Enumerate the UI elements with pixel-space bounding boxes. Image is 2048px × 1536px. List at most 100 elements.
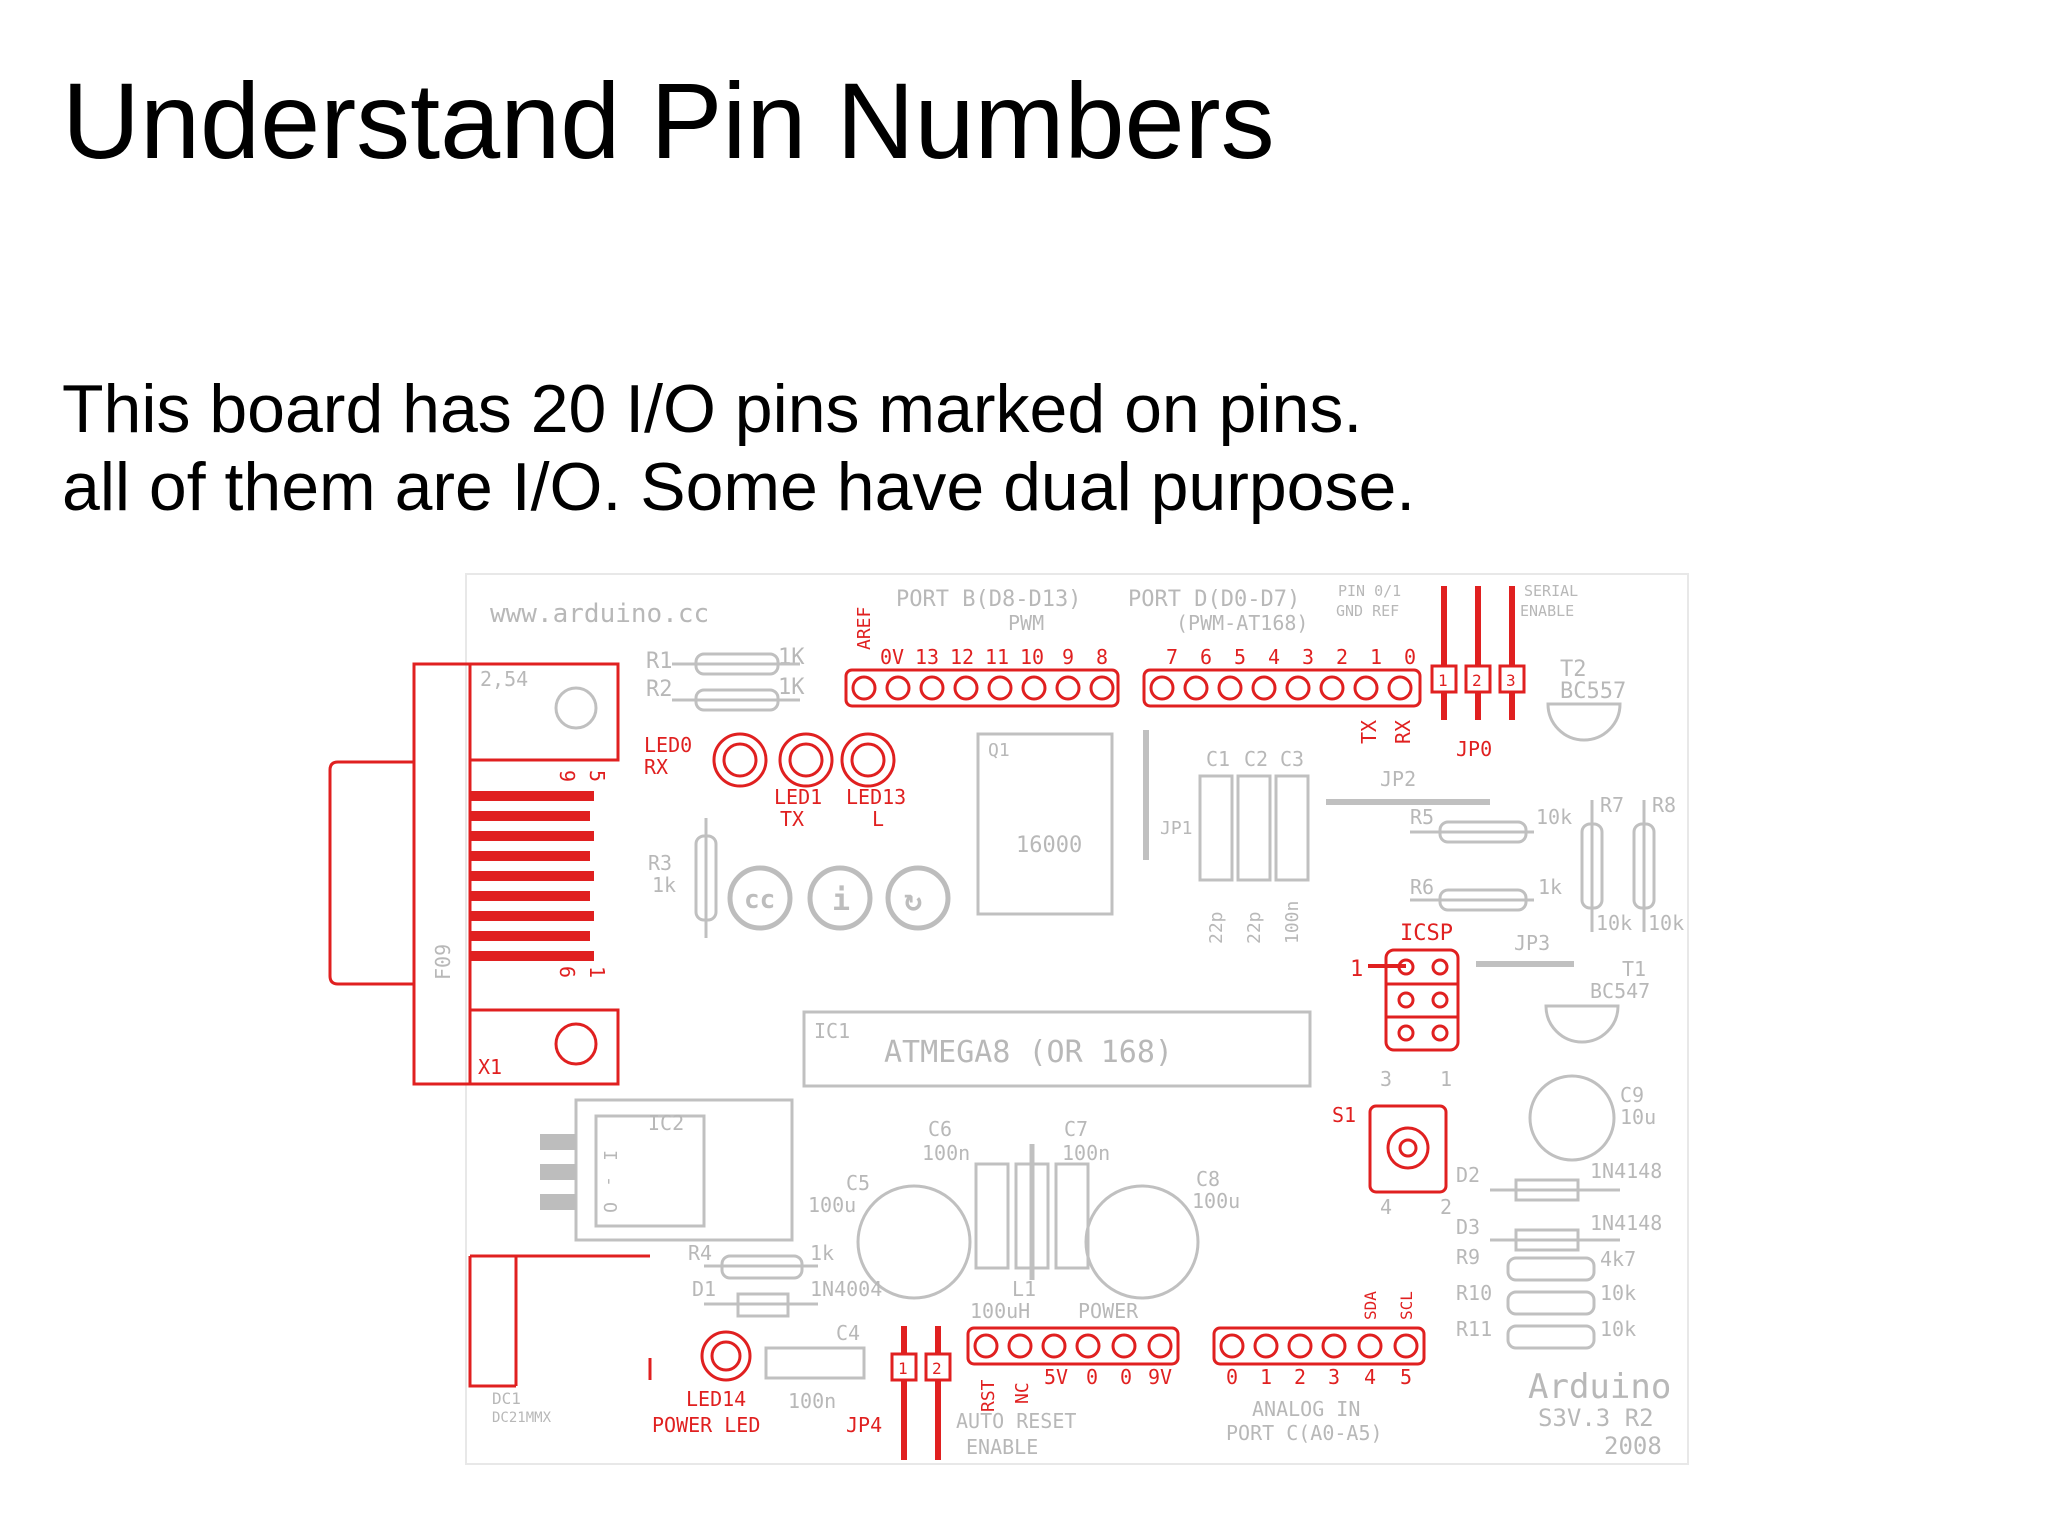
r4-value: 1k [810, 1241, 834, 1265]
port-b-label: PORT B(D8-D13) [896, 587, 1081, 612]
port-d-pin-6: 6 [1200, 645, 1212, 669]
dc1-value: DC21MMX [492, 1410, 552, 1426]
ic2-label: IC2 [648, 1111, 684, 1135]
port-b-pin-13: 13 [915, 645, 939, 669]
enable-label: ENABLE [1520, 602, 1574, 620]
s1-pin-4: 4 [1380, 1195, 1392, 1219]
port-b-pin-9: 9 [1062, 645, 1074, 669]
jp4-pin-boxes [890, 1352, 952, 1382]
c9-capacitor [1528, 1074, 1616, 1162]
led0-label: LED0 [644, 733, 692, 757]
jp2-label: JP2 [1380, 767, 1416, 791]
r5-r6-resistors [1410, 820, 1534, 912]
analog-in-label: ANALOG IN [1252, 1397, 1360, 1421]
icsp-pin1-label: 1 [1350, 957, 1363, 982]
led14-label: LED14 [686, 1387, 746, 1411]
ic1-value: ATMEGA8 (OR 168) [884, 1035, 1173, 1070]
cc-icon: cc [744, 885, 775, 915]
r1-label: R1 [646, 649, 673, 674]
x1-pitch: 2,54 [480, 667, 528, 691]
power-label: POWER [1078, 1299, 1139, 1323]
jp0-pin-1: 1 [1438, 671, 1448, 690]
jp0-pin-boxes [1430, 664, 1526, 694]
port-d-pin-4: 4 [1268, 645, 1280, 669]
port-d-pin-1: 1 [1370, 645, 1382, 669]
analog-pin-2: 2 [1294, 1365, 1306, 1389]
rx-label: RX [1391, 720, 1415, 744]
led1-sub: TX [780, 807, 804, 831]
r2-value: 1K [778, 675, 805, 700]
r11-label: R11 [1456, 1317, 1492, 1341]
r1-value: 1K [778, 645, 805, 670]
t2-value: BC557 [1560, 679, 1626, 704]
c6-value: 100n [922, 1141, 970, 1165]
power-pin-0b: 0 [1120, 1365, 1132, 1389]
c7-label: C7 [1064, 1117, 1088, 1141]
power-pin-rst: RST [978, 1379, 999, 1412]
jp0-jumper [1441, 586, 1515, 720]
port-b-pin-11: 11 [985, 645, 1009, 669]
d3-value: 1N4148 [1590, 1211, 1662, 1235]
t1-transistor [1544, 1004, 1620, 1044]
attribution-icon: i [832, 883, 850, 918]
analog-pin-5: 5 [1400, 1365, 1412, 1389]
body-text-line-1: This board has 20 I/O pins marked on pin… [62, 371, 1363, 447]
q1-value: 16000 [1016, 833, 1082, 858]
power-pin-0a: 0 [1086, 1365, 1098, 1389]
l1-value: 100uH [970, 1299, 1030, 1323]
port-d-pin-5: 5 [1234, 645, 1246, 669]
ic2-pin-dash: - [599, 1176, 620, 1187]
icsp-header [1384, 948, 1460, 1052]
r4-label: R4 [688, 1241, 712, 1265]
c5-label: C5 [846, 1171, 870, 1195]
c6-label: C6 [928, 1117, 952, 1141]
auto-reset-label: AUTO RESET [956, 1409, 1076, 1433]
led13-label: LED13 [846, 785, 906, 809]
board-outline [465, 573, 1689, 1465]
dc1-label: DC1 [492, 1389, 521, 1408]
power-pin-nc: NC [1012, 1382, 1033, 1404]
r3-label: R3 [648, 851, 672, 875]
serial-label: SERIAL [1524, 582, 1578, 600]
r4-d1-c4 [704, 1254, 866, 1380]
pin01-label: PIN 0/1 [1338, 582, 1401, 600]
t1-value: BC547 [1590, 979, 1650, 1003]
analog-pin-1: 1 [1260, 1365, 1272, 1389]
analog-header [1212, 1326, 1426, 1366]
x1-label: X1 [478, 1055, 502, 1079]
db9-pin-5-label: 5 [585, 770, 609, 782]
power-header [966, 1326, 1180, 1366]
c2-value: 22p [1244, 911, 1265, 944]
port-b-header [844, 668, 1120, 708]
ic1-chip [802, 1010, 1312, 1088]
analog-pin-3: 3 [1328, 1365, 1340, 1389]
r8-label: R8 [1652, 793, 1676, 817]
l1-label: L1 [1012, 1277, 1036, 1301]
c4-value: 100n [788, 1389, 836, 1413]
r8-value: 10k [1648, 911, 1684, 935]
sda-label: SDA [1361, 1291, 1380, 1320]
brand-name: Arduino [1528, 1367, 1671, 1407]
c1-value: 22p [1206, 911, 1227, 944]
s1-pin-1: 1 [1440, 1067, 1452, 1091]
c2-label: C2 [1244, 747, 1268, 771]
db9-pin-9-label: 9 [555, 770, 579, 782]
jp3-label: JP3 [1514, 931, 1550, 955]
led13-sub: L [872, 807, 884, 831]
scl-label: SCL [1397, 1291, 1416, 1320]
r10-value: 10k [1600, 1281, 1636, 1305]
d2-value: 1N4148 [1590, 1159, 1662, 1183]
r9-label: R9 [1456, 1245, 1480, 1269]
s1-pin-3: 3 [1380, 1067, 1392, 1091]
ic2-legs [540, 1134, 576, 1210]
port-d-pin-3: 3 [1302, 645, 1314, 669]
port-b-pin-8: 8 [1096, 645, 1108, 669]
db9-pin-1-label: 1 [585, 966, 609, 978]
port-d-header [1142, 668, 1422, 708]
auto-reset-sub: ENABLE [966, 1435, 1038, 1459]
ic2-pin-o: O [599, 1202, 620, 1213]
url-label: www.arduino.cc [490, 599, 709, 629]
ic2-pin-i: I [599, 1150, 620, 1161]
jp4-jumper [901, 1326, 941, 1460]
q1-label: Q1 [988, 740, 1010, 761]
